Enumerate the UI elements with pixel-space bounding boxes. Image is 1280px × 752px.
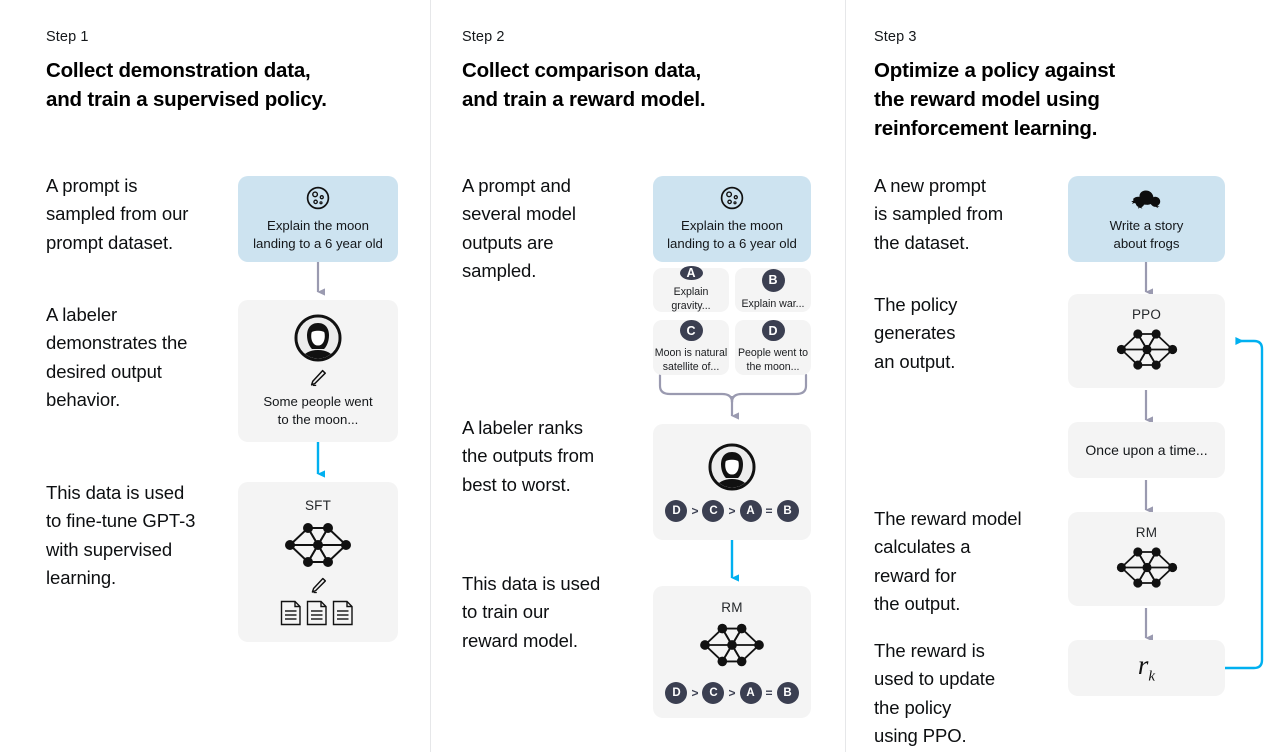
step-2-paragraph-2: A labeler ranks the outputs from best to… (462, 417, 595, 495)
step-3-reward-value-box[interactable]: rk (1068, 640, 1225, 696)
rank-badge-2: C (702, 499, 725, 522)
step-3-title: Optimize a policy against the reward mod… (874, 59, 1116, 141)
step-3-output-box[interactable]: Once upon a time... (1068, 422, 1225, 478)
documents-icon (280, 600, 353, 625)
output-badge-c: C (679, 320, 703, 342)
step-2-output-card-a[interactable]: A Explain gravity... (653, 266, 729, 312)
rank-operator-2: > (728, 503, 736, 518)
step-2-output-card-c[interactable]: C Moon is natural satellite of... (653, 320, 729, 375)
rm-rank-badge-2: C (702, 682, 725, 704)
step-1-prompt-box[interactable]: Explain the moon landing to a 6 year old (238, 176, 398, 262)
column-divider-1 (430, 0, 431, 752)
neural-network-icon (285, 522, 351, 567)
output-text-a: Explain gravity... (671, 286, 711, 312)
step-2-paragraph-3: This data is used to train our reward mo… (462, 573, 601, 651)
reward-symbol: rk (1138, 650, 1155, 685)
reward-symbol-base: r (1137, 650, 1149, 681)
neural-network-icon (1116, 546, 1177, 588)
step-1-column: Step 1 Collect demonstration data, and t… (46, 0, 430, 752)
step-3-paragraph-1: A new prompt is sampled from the dataset… (874, 175, 1004, 253)
output-badge-b: B (761, 268, 785, 292)
step-1-paragraph-1: A prompt is sampled from our prompt data… (46, 175, 189, 253)
step-3-ppo-tag: PPO (1131, 306, 1162, 322)
step-1-label: Step 1 (46, 29, 89, 45)
step-2-ranking-box[interactable]: D > C > A = B (653, 424, 811, 540)
rank-badge-4: B (776, 499, 799, 522)
output-badge-d: D (761, 320, 785, 342)
step-3-paragraph-4: The reward is used to update the policy … (874, 640, 996, 746)
step-2-column: Step 2 Collect comparison data, and trai… (462, 0, 845, 752)
moon-icon (306, 187, 330, 210)
rm-rank-badge-3: A (739, 682, 762, 704)
column-divider-2 (845, 0, 846, 752)
pencil-icon (311, 577, 326, 593)
moon-icon (720, 187, 744, 210)
step-1-labeler-text: Some people went to the moon... (263, 393, 373, 427)
rank-operator-1: > (691, 503, 699, 518)
step-1-prompt-text: Explain the moon landing to a 6 year old (253, 218, 383, 251)
rank-badge-1: D (665, 499, 688, 522)
rm-rank-operator-2: > (728, 686, 736, 700)
step-1-paragraph-3: This data is used to fine-tune GPT-3 wit… (46, 482, 196, 588)
step-2-rm-ranking-row: D > C > A = B (665, 682, 799, 704)
step-3-paragraph-3: The reward model calculates a reward for… (874, 508, 1022, 614)
step-2-title: Collect comparison data, and train a rew… (462, 59, 706, 112)
step-2-reward-model-box[interactable]: RM (653, 586, 811, 718)
step-1-sft-tag: SFT (304, 497, 332, 513)
step-2-paragraph-1: A prompt and several model outputs are s… (462, 175, 576, 281)
rm-rank-badge-1: D (665, 682, 688, 704)
labeler-avatar-icon (708, 443, 756, 490)
output-text-d: People went to the moon... (737, 347, 809, 374)
neural-network-icon (700, 623, 764, 667)
step-3-paragraph-2: The policy generates an output. (874, 294, 958, 372)
step-3-label: Step 3 (874, 29, 917, 45)
rm-rank-operator-3: = (765, 686, 773, 700)
neural-network-icon (1116, 328, 1177, 370)
output-text-c: Moon is natural satellite of... (654, 347, 728, 374)
step-2-ranking-row: D > C > A = B (665, 499, 799, 522)
reward-symbol-subscript: k (1148, 668, 1156, 685)
step-2-prompt-text: Explain the moon landing to a 6 year old (667, 218, 797, 251)
rm-rank-badge-4: B (776, 682, 799, 704)
step-2-output-card-d[interactable]: D People went to the moon... (735, 320, 811, 375)
step-3-rm-tag: RM (1135, 524, 1158, 540)
step-1-paragraph-2: A labeler demonstrates the desired outpu… (46, 304, 188, 410)
rank-operator-3: = (765, 503, 773, 518)
step-3-prompt-text: Write a story about frogs (1109, 217, 1184, 251)
step-1-sft-box[interactable]: SFT (238, 482, 398, 642)
output-text-b: Explain war... (741, 297, 805, 310)
step-2-output-card-b[interactable]: B Explain war... (735, 268, 811, 312)
step-3-output-text: Once upon a time... (1085, 441, 1208, 458)
output-badge-a: A (679, 266, 703, 281)
labeler-avatar-icon (294, 314, 342, 362)
step-3-reward-model-box[interactable]: RM (1068, 512, 1225, 606)
step-2-rm-tag: RM (721, 600, 743, 615)
step-1-labeler-box[interactable]: Some people went to the moon... (238, 300, 398, 442)
step-3-policy-box[interactable]: PPO (1068, 294, 1225, 388)
rm-rank-operator-1: > (691, 686, 699, 700)
pencil-icon (310, 369, 326, 387)
step-1-title: Collect demonstration data, and train a … (46, 59, 327, 112)
rank-badge-3: A (739, 499, 762, 522)
frog-icon (1130, 190, 1160, 209)
step-3-prompt-box[interactable]: Write a story about frogs (1068, 176, 1225, 262)
step-2-label: Step 2 (462, 29, 505, 45)
step-3-column: Step 3 Optimize a policy against the rew… (874, 0, 1280, 752)
step-2-prompt-box[interactable]: Explain the moon landing to a 6 year old (653, 176, 811, 262)
